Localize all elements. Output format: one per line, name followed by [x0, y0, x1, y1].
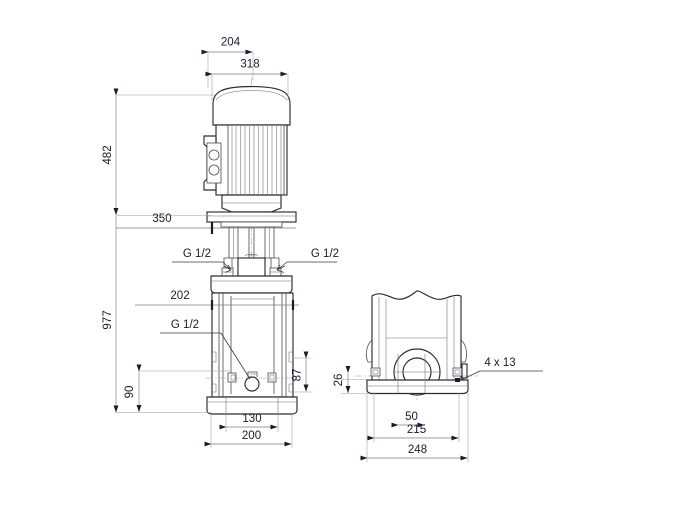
- motor-cowl-seam: [215, 90, 288, 101]
- front-view-dimensions: 204 318 482 350 977: [102, 37, 311, 448]
- dim-350-label: 350: [152, 213, 171, 225]
- cable-entry-lower-icon: [208, 164, 220, 176]
- pump-base-ports: [206, 371, 299, 392]
- dim-215: 215: [367, 393, 460, 442]
- dim-90-label: 90: [124, 386, 136, 399]
- front-elevation-view: [203, 78, 299, 424]
- dim-90: 90: [124, 364, 230, 413]
- port-bore-right: [269, 374, 275, 381]
- callout-g12-right: G 1/2: [276, 248, 339, 273]
- dim-26: 26: [333, 365, 370, 394]
- callout-g12-right-label: G 1/2: [311, 248, 339, 260]
- port-bore-left: [230, 374, 236, 381]
- side-boss-left-bore: [372, 369, 379, 375]
- dim-248: 248: [360, 393, 469, 462]
- dim-50-label: 50: [405, 411, 418, 423]
- side-view-dimensions: 26 50 215 248 4 x 13: [333, 357, 543, 462]
- dim-977: 977: [102, 216, 212, 413]
- side-boss-right-bore: [454, 369, 461, 375]
- cable-entry-upper-icon: [208, 149, 220, 161]
- sleeve-clip-left-upper: [212, 351, 217, 363]
- coupling-top-detail: [244, 253, 259, 257]
- dim-482: 482: [102, 88, 215, 216]
- dim-200-label: 200: [242, 430, 261, 442]
- motor-drive-endbell: [221, 194, 282, 213]
- callout-g12-drain: G 1/2: [160, 319, 251, 380]
- motor-assembly: [203, 85, 297, 228]
- sleeve-clip-right-upper: [288, 351, 293, 363]
- side-foot-right: [460, 339, 468, 363]
- dim-204-label: 204: [221, 37, 241, 49]
- callout-g12-left-label: G 1/2: [183, 248, 211, 260]
- dim-318-label: 318: [240, 59, 259, 71]
- dim-482-label: 482: [102, 145, 114, 164]
- dim-977-label: 977: [102, 310, 114, 329]
- dim-26-label: 26: [333, 374, 345, 387]
- dim-202-label: 202: [170, 290, 189, 302]
- sleeve-clip-left-lower: [212, 383, 217, 393]
- dim-130: 130: [219, 413, 279, 432]
- terminal-box-face: [206, 142, 222, 184]
- dim-50: 50: [391, 411, 425, 428]
- dim-215-label: 215: [407, 424, 426, 436]
- dim-87: 87: [292, 351, 311, 393]
- callout-group: G 1/2 G 1/2 G 1/2: [160, 248, 339, 380]
- dim-204: 204: [201, 37, 254, 88]
- callout-bolt-holes-label: 4 x 13: [484, 357, 515, 369]
- dim-248-label: 248: [408, 444, 427, 456]
- pump-head-body: [210, 275, 293, 294]
- callout-g12-drain-label: G 1/2: [171, 319, 199, 331]
- base-plate-body: [206, 396, 298, 415]
- motor-cooling-fins: [231, 126, 282, 194]
- side-foot-left: [365, 339, 373, 363]
- corner-bolt-hole-marker: [455, 378, 460, 382]
- side-base-view: [355, 290, 478, 400]
- callout-g12-left: G 1/2: [172, 248, 232, 273]
- sleeve-clip-right-lower: [288, 383, 293, 393]
- plug-boss-left: [221, 267, 234, 277]
- drain-plug-hex: [247, 371, 258, 377]
- dim-130-label: 130: [242, 413, 261, 425]
- pump-head: [210, 275, 293, 294]
- dim-202: 202: [135, 290, 299, 310]
- motor-mounting-flange: [206, 211, 297, 223]
- dim-200: 200: [204, 414, 293, 448]
- dim-318: 318: [205, 59, 289, 100]
- dim-87-label: 87: [292, 369, 304, 382]
- pump-base-plate: [206, 396, 298, 415]
- callout-bolt-holes: 4 x 13: [458, 357, 543, 382]
- dim-350: 350: [116, 213, 296, 234]
- drain-plug: [244, 376, 260, 392]
- side-base-plate: [366, 379, 469, 395]
- motor-fan-cowl: [212, 85, 291, 126]
- flange-spigot: [220, 221, 283, 228]
